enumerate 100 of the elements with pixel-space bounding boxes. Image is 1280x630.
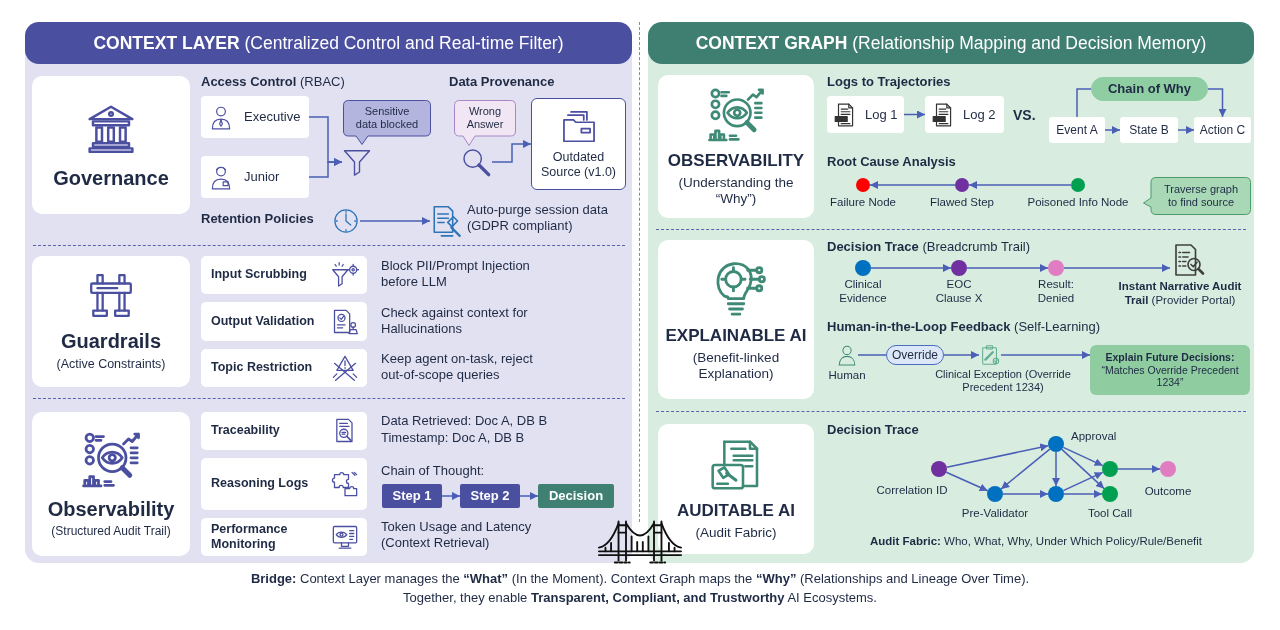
feature-box: [201, 349, 367, 387]
circle-node: [931, 461, 947, 477]
arrow: [1117, 465, 1161, 473]
category-card: [32, 76, 190, 214]
process-box: [1194, 117, 1251, 143]
arrow: [943, 351, 980, 359]
node-caption: Flawed Step: [929, 195, 995, 209]
box-label: Outdated Source (v1.0): [540, 149, 617, 181]
arrow: [1000, 351, 1091, 359]
category-card: [658, 240, 814, 399]
feature-label: Reasoning Logs: [211, 476, 309, 492]
node-caption: Correlation ID: [875, 483, 949, 497]
pill-node: [886, 345, 944, 365]
card-title: OBSERVABILITY: [667, 151, 805, 172]
arrow: [1177, 126, 1195, 134]
panel-title: CONTEXT LAYER (Centralized Control and Real-time Filter): [25, 22, 632, 64]
panel: [648, 22, 1254, 563]
section-heading: Access Control (RBAC): [201, 74, 346, 90]
description-text: Keep agent on-task, reject out-of-scope queries: [381, 351, 534, 383]
circle-node: [856, 178, 870, 192]
arrow: [1207, 88, 1227, 118]
circle-node: [1048, 260, 1064, 276]
category-card: [658, 424, 814, 554]
feature-label: Input Scrubbing: [211, 267, 307, 283]
section-heading: Logs to Trajectories: [827, 74, 952, 90]
feature-box: [201, 302, 367, 341]
pill-label: Override: [892, 347, 938, 363]
node-caption: EOC Clause X: [934, 277, 984, 306]
connector-line: [857, 354, 887, 356]
role-label: Executive: [244, 109, 301, 125]
description-text: Check against context for Hallucinations: [381, 305, 529, 337]
step-label: Step 1: [392, 488, 432, 504]
pill-label: Chain of Why: [1107, 81, 1191, 97]
clipboard-icon: [979, 343, 1001, 367]
arrow: [1052, 451, 1060, 487]
process-label: Action C: [1199, 122, 1246, 138]
arrow: [968, 181, 1072, 189]
callout-text: Sensitive data blocked: [354, 104, 420, 132]
node-caption: Poisoned Info Node: [1026, 195, 1130, 209]
role-label: Junior: [244, 169, 280, 185]
section-heading: Human-in-the-Loop Feedback (Self-Learning): [827, 319, 1102, 335]
document-gavel-icon: [430, 204, 464, 238]
arrow: [946, 443, 1049, 469]
role-box: [201, 96, 309, 138]
step-box: [460, 484, 520, 508]
section-heading: Data Provenance: [449, 74, 556, 90]
circle-node: [1102, 486, 1118, 502]
arrow: [966, 264, 1049, 272]
panel: [25, 22, 632, 563]
callout-bubble: [454, 100, 516, 146]
step-label: Decision: [548, 488, 604, 504]
section-heading: Retention Policies: [201, 211, 315, 227]
arrow: [1063, 490, 1103, 498]
pill-node: [1091, 77, 1208, 101]
process-box: [1120, 117, 1178, 143]
category-card: [32, 412, 190, 556]
arrow: [1061, 448, 1105, 490]
callout-text: Wrong Answer: [465, 104, 505, 132]
card-title: AUDITABLE AI: [676, 500, 795, 522]
feature-label: Output Validation: [211, 313, 315, 330]
log-box: [827, 96, 904, 133]
card-subtitle: (Understanding the “Why”): [677, 174, 795, 208]
node-caption: Pre-Validator: [960, 506, 1030, 520]
section-heading: Chain of Thought:: [381, 463, 486, 479]
arrow: [903, 110, 926, 119]
feature-label: Performance Monitoring: [211, 521, 289, 553]
step-box: [538, 484, 614, 508]
card-title: Observability: [47, 497, 175, 522]
arrow: [870, 264, 952, 272]
circle-node: [855, 260, 871, 276]
source-box: [531, 98, 626, 190]
circle-node: [987, 486, 1003, 502]
process-box: [1049, 117, 1105, 143]
description-text: Token Usage and Latency (Context Retrieval): [381, 519, 533, 551]
node-caption: Tool Call: [1086, 506, 1134, 520]
description-text: Timestamp: Doc A, DB B: [381, 430, 526, 446]
person-icon: [836, 343, 858, 367]
circle-node: [1048, 436, 1064, 452]
node-caption: Approval: [1071, 429, 1118, 443]
connector-line: [1076, 88, 1092, 118]
step-label: Step 2: [470, 488, 510, 504]
card-subtitle: (Audit Fabric): [695, 524, 777, 542]
arrow: [308, 158, 343, 178]
node-caption: Result: Denied: [1036, 277, 1076, 306]
step-box: [382, 484, 442, 508]
description-text: Block PII/Prompt Injection before LLM: [381, 258, 531, 290]
arrow: [869, 181, 956, 189]
feature-box: [201, 412, 367, 450]
section-heading: Decision Trace (Breadcrumb Trail): [827, 239, 1032, 255]
arrow: [1104, 126, 1121, 134]
feature-label: Topic Restriction: [211, 360, 313, 376]
card-subtitle: (Benefit-linked Explanation): [691, 349, 781, 383]
category-card: [658, 75, 814, 218]
callout-bubble: [1143, 177, 1251, 215]
process-label: Event A: [1056, 122, 1098, 138]
node-caption: Clinical Exception (Override Precedent 1234): [934, 368, 1072, 395]
caption-text: Bridge: Context Layer manages the “What” (In the Moment). Context Graph maps the “Why” (Relationships and Lineage Over Time). Together, they enable Transparent, Compliant, and Trustworthy AI Ecosystems.: [249, 570, 1031, 607]
circle-node: [1102, 461, 1118, 477]
arrow: [945, 471, 989, 492]
process-label: State B: [1129, 122, 1169, 138]
